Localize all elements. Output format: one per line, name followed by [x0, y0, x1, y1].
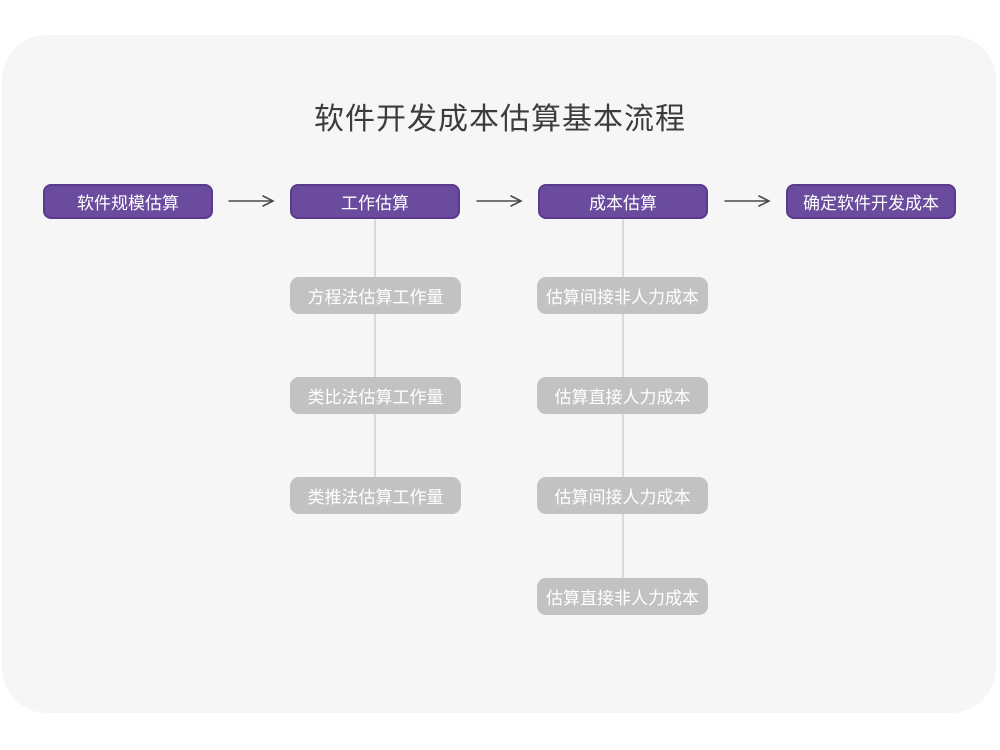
method-node-equation-method: 方程法估算工作量 [290, 277, 461, 314]
cost-node-direct-nonlabor: 估算直接非人力成本 [537, 578, 708, 615]
cost-node-direct-labor: 估算直接人力成本 [537, 377, 708, 414]
flow-arrow-3 [724, 195, 771, 207]
cost-node-indirect-nonlabor: 估算间接非人力成本 [537, 277, 708, 314]
flow-node-cost-estimation: 成本估算 [538, 184, 708, 219]
flow-arrow-1 [228, 195, 275, 207]
diagram-card-background [2, 35, 996, 713]
flow-node-software-scale-estimation: 软件规模估算 [43, 184, 213, 219]
method-node-extrapolation-method: 类推法估算工作量 [290, 477, 461, 514]
flow-node-work-estimation: 工作估算 [290, 184, 460, 219]
cost-node-indirect-labor: 估算间接人力成本 [537, 477, 708, 514]
diagram-title: 软件开发成本估算基本流程 [314, 103, 686, 136]
method-node-analogy-method: 类比法估算工作量 [290, 377, 461, 414]
flow-node-determine-dev-cost: 确定软件开发成本 [786, 184, 956, 219]
flow-arrow-2 [476, 195, 523, 207]
